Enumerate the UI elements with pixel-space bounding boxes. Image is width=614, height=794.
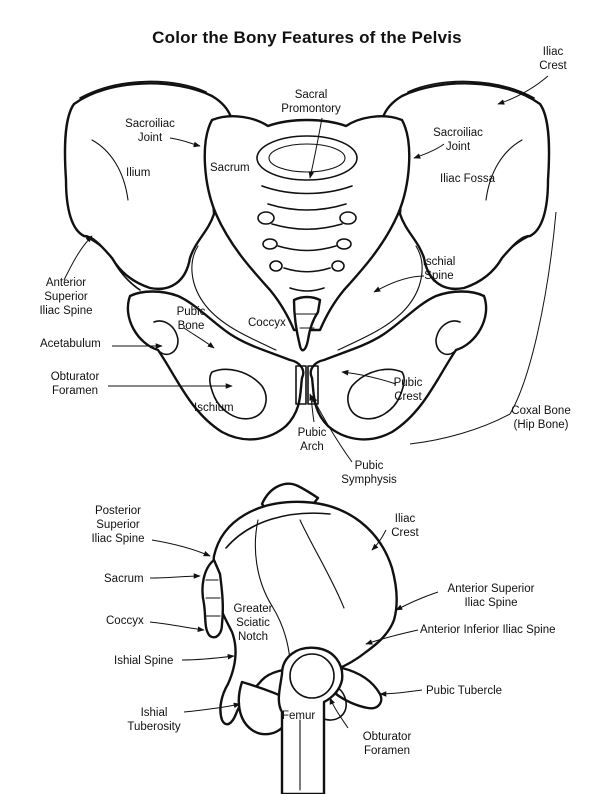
label-side-iliac-crest: Iliac Crest <box>391 513 419 539</box>
label-side-obturator-foramen: Obturator Foramen <box>362 731 412 757</box>
front-leader-lines <box>63 75 557 463</box>
label-femur: Femur <box>282 710 316 722</box>
label-obturator-foramen: Obturator Foramen <box>50 371 100 397</box>
label-pubic-tubercle: Pubic Tubercle <box>426 685 503 697</box>
label-posterior-superior-iliac-spine: Posterior Superior Iliac Spine <box>91 505 145 545</box>
label-sacroiliac-joint-left: Sacroiliac Joint <box>125 118 175 144</box>
femur <box>277 646 344 794</box>
side-leader-lines <box>149 529 439 729</box>
label-acetabulum: Acetabulum <box>40 338 101 350</box>
label-iliac-fossa: Iliac Fossa <box>440 173 495 185</box>
sacral-promontory-shape <box>256 135 358 181</box>
label-ischial-spine: Ischial Spine <box>422 256 456 282</box>
label-ilium: Ilium <box>126 167 151 179</box>
label-side-coccyx: Coccyx <box>106 615 144 627</box>
side-pubis <box>334 666 383 710</box>
coccyx-front <box>292 295 322 352</box>
label-coccyx: Coccyx <box>248 317 286 329</box>
right-ilium <box>380 82 551 291</box>
side-sacrum <box>201 558 225 639</box>
label-coxal-bone: Coxal Bone (Hip Bone) <box>511 405 571 431</box>
right-pubis-ischium <box>309 290 488 441</box>
label-side-sacrum: Sacrum <box>104 573 144 585</box>
pubic-symphysis-shape <box>295 365 307 405</box>
side-ilium <box>212 500 398 726</box>
label-ischium: Ischium <box>194 402 234 414</box>
label-pubic-bone: Pubic Bone <box>176 306 206 332</box>
label-iliac-crest: Iliac Crest <box>539 46 567 72</box>
label-pubic-symphysis: Pubic Symphysis <box>341 460 397 486</box>
label-sacroiliac-joint-right: Sacroiliac Joint <box>433 127 483 153</box>
front-pelvis-drawing <box>63 80 551 441</box>
page-title: Color the Bony Features of the Pelvis <box>152 28 462 47</box>
label-pubic-arch: Pubic Arch <box>297 427 327 453</box>
label-anterior-superior-iliac-spine: Anterior Superior Iliac Spine <box>39 277 93 317</box>
side-ischium <box>237 680 292 736</box>
left-pubis-ischium <box>126 290 305 441</box>
sacrum-front <box>203 115 411 332</box>
label-ishial-spine: Ishial Spine <box>114 655 174 667</box>
side-hip-drawing <box>201 482 398 794</box>
label-greater-sciatic-notch: Greater Sciatic Notch <box>233 603 273 643</box>
label-sacrum: Sacrum <box>210 162 250 174</box>
label-ishial-tuberosity: Ishial Tuberosity <box>127 707 181 733</box>
label-side-anterior-superior-iliac-spine: Anterior Superior Iliac Spine <box>447 583 535 609</box>
label-sacral-promontory: Sacral Promontory <box>281 89 341 115</box>
label-pubic-crest: Pubic Crest <box>393 377 423 403</box>
label-anterior-inferior-iliac-spine: Anterior Inferior Iliac Spine <box>420 624 556 636</box>
left-ilium <box>63 82 234 291</box>
